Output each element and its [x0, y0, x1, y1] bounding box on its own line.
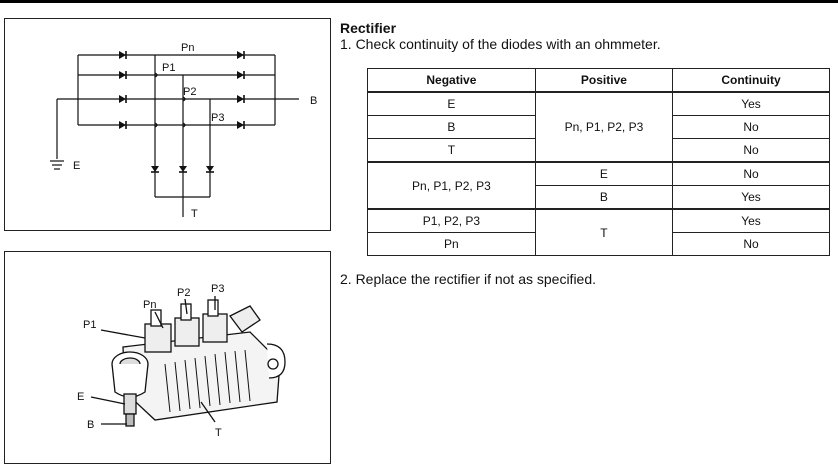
cell-negative: Pn, P1, P2, P3 — [367, 161, 536, 210]
table-row: Pn, P1, P2, P3 E No — [367, 161, 830, 210]
photo-label-p1: P1 — [83, 319, 96, 331]
cell-continuity: Yes — [672, 91, 830, 116]
label-p2: P2 — [183, 86, 196, 98]
rectifier-illustration: P1 Pn P2 P3 E B T — [4, 251, 331, 464]
step-1-instruction: 1. Check continuity of the diodes with a… — [340, 36, 661, 52]
label-t: T — [191, 208, 198, 220]
cell-positive: E — [534, 161, 674, 186]
rectifier-circuit-diagram: Pn P1 P2 P3 B E T — [50, 42, 317, 220]
cell-continuity: Yes — [672, 208, 830, 233]
table-row: E Pn, P1, P2, P3 Yes — [367, 91, 830, 163]
cell-negative: Pn — [367, 232, 536, 256]
photo-label-pn: Pn — [143, 299, 156, 311]
cell-continuity: No — [672, 161, 830, 186]
table-row: T No — [367, 138, 830, 163]
cell-positive: T — [534, 208, 674, 256]
header-positive: Positive — [534, 68, 674, 93]
cell-positive: B — [534, 185, 674, 210]
continuity-table: Negative Positive Continuity E Pn, P1, P… — [367, 68, 830, 256]
table-row: B No — [367, 115, 830, 139]
photo-label-e: E — [77, 391, 84, 403]
photo-label-t: T — [215, 427, 222, 439]
cell-positive: Pn, P1, P2, P3 — [534, 91, 674, 163]
rectifier-schematic: Pn P1 P2 P3 B E T — [4, 18, 331, 231]
table-header-row: Negative Positive Continuity — [367, 68, 830, 93]
cell-continuity: No — [672, 232, 830, 256]
label-e: E — [73, 160, 80, 172]
table-row: P1, P2, P3 T Yes — [367, 208, 830, 256]
cell-continuity: No — [672, 138, 830, 163]
label-pn: Pn — [181, 42, 194, 54]
label-b: B — [310, 95, 317, 107]
header-negative: Negative — [367, 68, 536, 93]
top-rule — [0, 0, 838, 3]
rectifier-drawing: P1 Pn P2 P3 E B T — [77, 283, 286, 439]
header-continuity: Continuity — [672, 68, 830, 93]
step-2-instruction: 2. Replace the rectifier if not as speci… — [340, 271, 597, 287]
cell-negative: T — [367, 138, 536, 163]
cell-negative: B — [367, 115, 536, 139]
cell-negative: P1, P2, P3 — [367, 208, 536, 233]
cell-continuity: No — [672, 115, 830, 139]
cell-continuity: Yes — [672, 185, 830, 210]
table-row: B Yes — [368, 185, 830, 210]
photo-label-b: B — [87, 419, 94, 431]
table-row: Pn No — [367, 232, 830, 256]
photo-label-p3: P3 — [211, 283, 224, 295]
section-title: Rectifier — [340, 20, 397, 36]
label-p1: P1 — [162, 62, 175, 74]
photo-label-p2: P2 — [177, 287, 190, 299]
cell-negative: E — [367, 91, 536, 116]
label-p3: P3 — [211, 112, 224, 124]
